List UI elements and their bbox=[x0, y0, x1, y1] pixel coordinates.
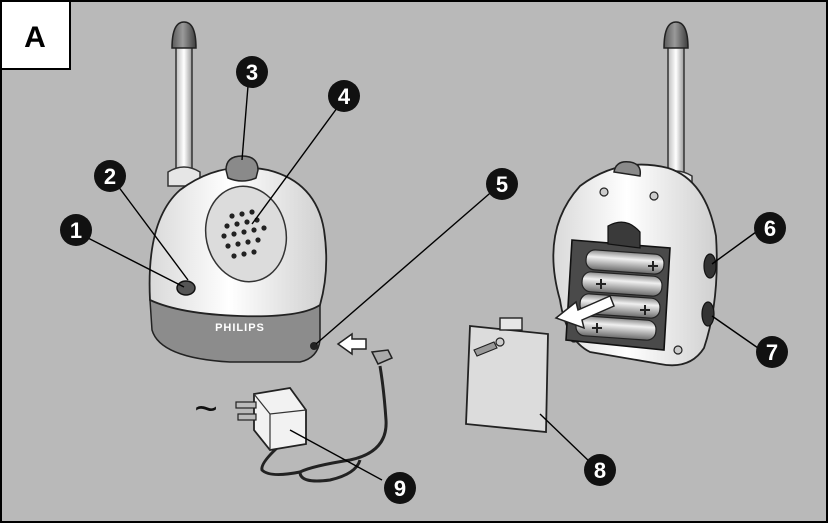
top-button bbox=[613, 160, 642, 177]
callout-number: 2 bbox=[104, 164, 116, 189]
speaker-grille bbox=[221, 209, 267, 259]
panel-label-box: A bbox=[0, 0, 71, 70]
adapter-cable bbox=[298, 365, 388, 483]
callout-3: 3 bbox=[236, 56, 268, 88]
callout-number: 8 bbox=[594, 458, 606, 483]
callout-8: 8 bbox=[584, 454, 616, 486]
channel-switch bbox=[701, 301, 715, 327]
panel-label: A bbox=[24, 21, 46, 54]
cover-plate bbox=[465, 325, 549, 433]
callout-4: 4 bbox=[328, 80, 360, 112]
antenna-cap bbox=[663, 21, 689, 49]
callout-number: 9 bbox=[394, 476, 406, 501]
battery bbox=[585, 249, 665, 275]
callout-number: 3 bbox=[246, 60, 258, 85]
callout-number: 5 bbox=[496, 172, 508, 197]
volume-control bbox=[703, 253, 717, 279]
callout-number: 6 bbox=[764, 216, 776, 241]
screw bbox=[599, 187, 609, 197]
remove-arrow bbox=[554, 295, 615, 330]
adapter-block bbox=[253, 387, 307, 451]
antenna-rod bbox=[667, 41, 685, 183]
battery-cover bbox=[465, 317, 549, 433]
callout-7: 7 bbox=[756, 336, 788, 368]
insert-arrow bbox=[336, 332, 367, 356]
power-adapter: ~ bbox=[194, 349, 394, 483]
callout-2: 2 bbox=[94, 160, 126, 192]
top-button bbox=[225, 155, 259, 182]
baby-monitor-front: PHILIPS bbox=[148, 21, 328, 363]
antenna-cap bbox=[171, 21, 197, 49]
callout-1: 1 bbox=[60, 214, 92, 246]
callout-9: 9 bbox=[384, 472, 416, 504]
callout-number: 7 bbox=[766, 340, 778, 365]
screw bbox=[673, 345, 683, 355]
callout-number: 4 bbox=[338, 84, 351, 109]
antenna-rod bbox=[175, 41, 193, 183]
screw bbox=[649, 191, 659, 201]
batteries bbox=[575, 249, 665, 341]
adapter-prong bbox=[235, 401, 257, 409]
callout-6: 6 bbox=[754, 212, 786, 244]
adapter-prong bbox=[237, 413, 257, 421]
screw-icon bbox=[473, 341, 498, 357]
power-switch bbox=[176, 280, 196, 296]
callout-5: 5 bbox=[486, 168, 518, 200]
callout-number: 1 bbox=[70, 218, 82, 243]
ac-symbol: ~ bbox=[194, 387, 217, 431]
dc-plug bbox=[370, 349, 394, 365]
brand-logo: PHILIPS bbox=[215, 322, 265, 334]
speaker-panel bbox=[204, 185, 288, 283]
leader-lines bbox=[87, 85, 759, 481]
cover-tab bbox=[499, 317, 523, 331]
battery bbox=[581, 271, 663, 297]
